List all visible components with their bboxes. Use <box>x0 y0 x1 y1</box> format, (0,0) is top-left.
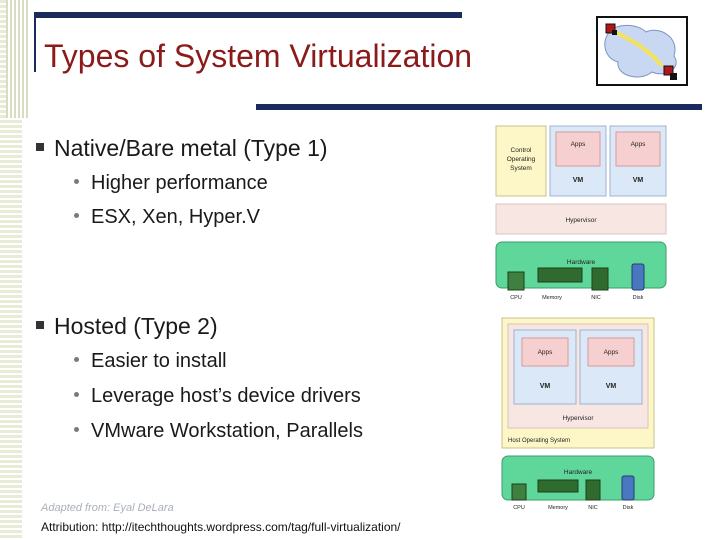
apps-label: Apps <box>538 349 554 356</box>
network-logo-icon <box>596 16 688 86</box>
list-item: Easier to install <box>74 350 227 373</box>
list-item: VMware Workstation, Parallels <box>74 420 363 443</box>
memory-icon <box>537 479 579 493</box>
memory-label: Memory <box>548 505 568 511</box>
control-os-label-3: System <box>510 165 532 172</box>
section-native-heading: Native/Bare metal (Type 1) <box>36 135 328 162</box>
control-os-label-2: Operating <box>507 156 536 163</box>
title-rule-bottom <box>256 104 702 110</box>
apps-label: Apps <box>631 141 647 148</box>
type2-architecture-diagram: Apps VM Apps VM Hypervisor Host Operatin… <box>501 317 655 511</box>
type1-architecture-diagram: Control Operating System Apps VM Apps VM… <box>495 125 667 301</box>
round-bullet-icon <box>74 427 79 433</box>
cpu-label: CPU <box>510 295 522 301</box>
host-os-label: Host Operating System <box>508 438 570 444</box>
memory-icon <box>537 267 583 283</box>
nic-icon <box>585 479 601 501</box>
slide-title: Types of System Virtualization <box>44 38 473 74</box>
round-bullet-icon <box>74 213 79 219</box>
disk-icon <box>631 263 645 291</box>
nic-label: NIC <box>591 295 601 301</box>
memory-label: Memory <box>542 295 562 301</box>
cpu-icon <box>507 271 525 291</box>
list-item: Higher performance <box>74 172 268 195</box>
vm-label: VM <box>606 383 617 390</box>
nic-icon <box>591 267 609 291</box>
cpu-icon <box>511 483 527 501</box>
apps-box <box>555 131 601 167</box>
vm-label: VM <box>540 383 551 390</box>
vm-label: VM <box>573 177 584 184</box>
vm-label: VM <box>633 177 644 184</box>
apps-label: Apps <box>604 349 620 356</box>
cpu-label: CPU <box>513 505 525 511</box>
left-decorative-stripes-top <box>6 0 28 118</box>
nic-label: NIC <box>588 505 598 511</box>
hardware-label: Hardware <box>564 469 593 476</box>
disk-label: Disk <box>633 295 644 301</box>
title-rule-vertical <box>34 12 36 72</box>
attribution-text: Attribution: http://itechthoughts.wordpr… <box>41 520 401 534</box>
left-decorative-stripes <box>0 0 22 540</box>
title-rule-top <box>34 12 462 18</box>
hypervisor-label: Hypervisor <box>565 217 597 224</box>
square-bullet-icon <box>36 320 44 329</box>
control-os-box <box>495 125 547 197</box>
list-item: ESX, Xen, Hyper.V <box>74 206 260 229</box>
round-bullet-icon <box>74 392 79 398</box>
hypervisor-box <box>495 203 667 235</box>
list-item: Leverage host’s device drivers <box>74 385 361 408</box>
disk-icon <box>621 475 635 501</box>
round-bullet-icon <box>74 179 79 185</box>
apps-box <box>587 337 635 367</box>
apps-box <box>521 337 569 367</box>
apps-label: Apps <box>571 141 587 148</box>
control-os-label-1: Control <box>511 147 533 154</box>
hypervisor-label: Hypervisor <box>562 415 594 422</box>
square-bullet-icon <box>36 142 44 151</box>
section-hosted-heading: Hosted (Type 2) <box>36 313 218 340</box>
disk-label: Disk <box>623 505 634 511</box>
adapted-from-note: Adapted from: Eyal DeLara <box>41 502 174 514</box>
hardware-label: Hardware <box>567 259 596 266</box>
round-bullet-icon <box>74 357 79 363</box>
apps-box <box>615 131 661 167</box>
